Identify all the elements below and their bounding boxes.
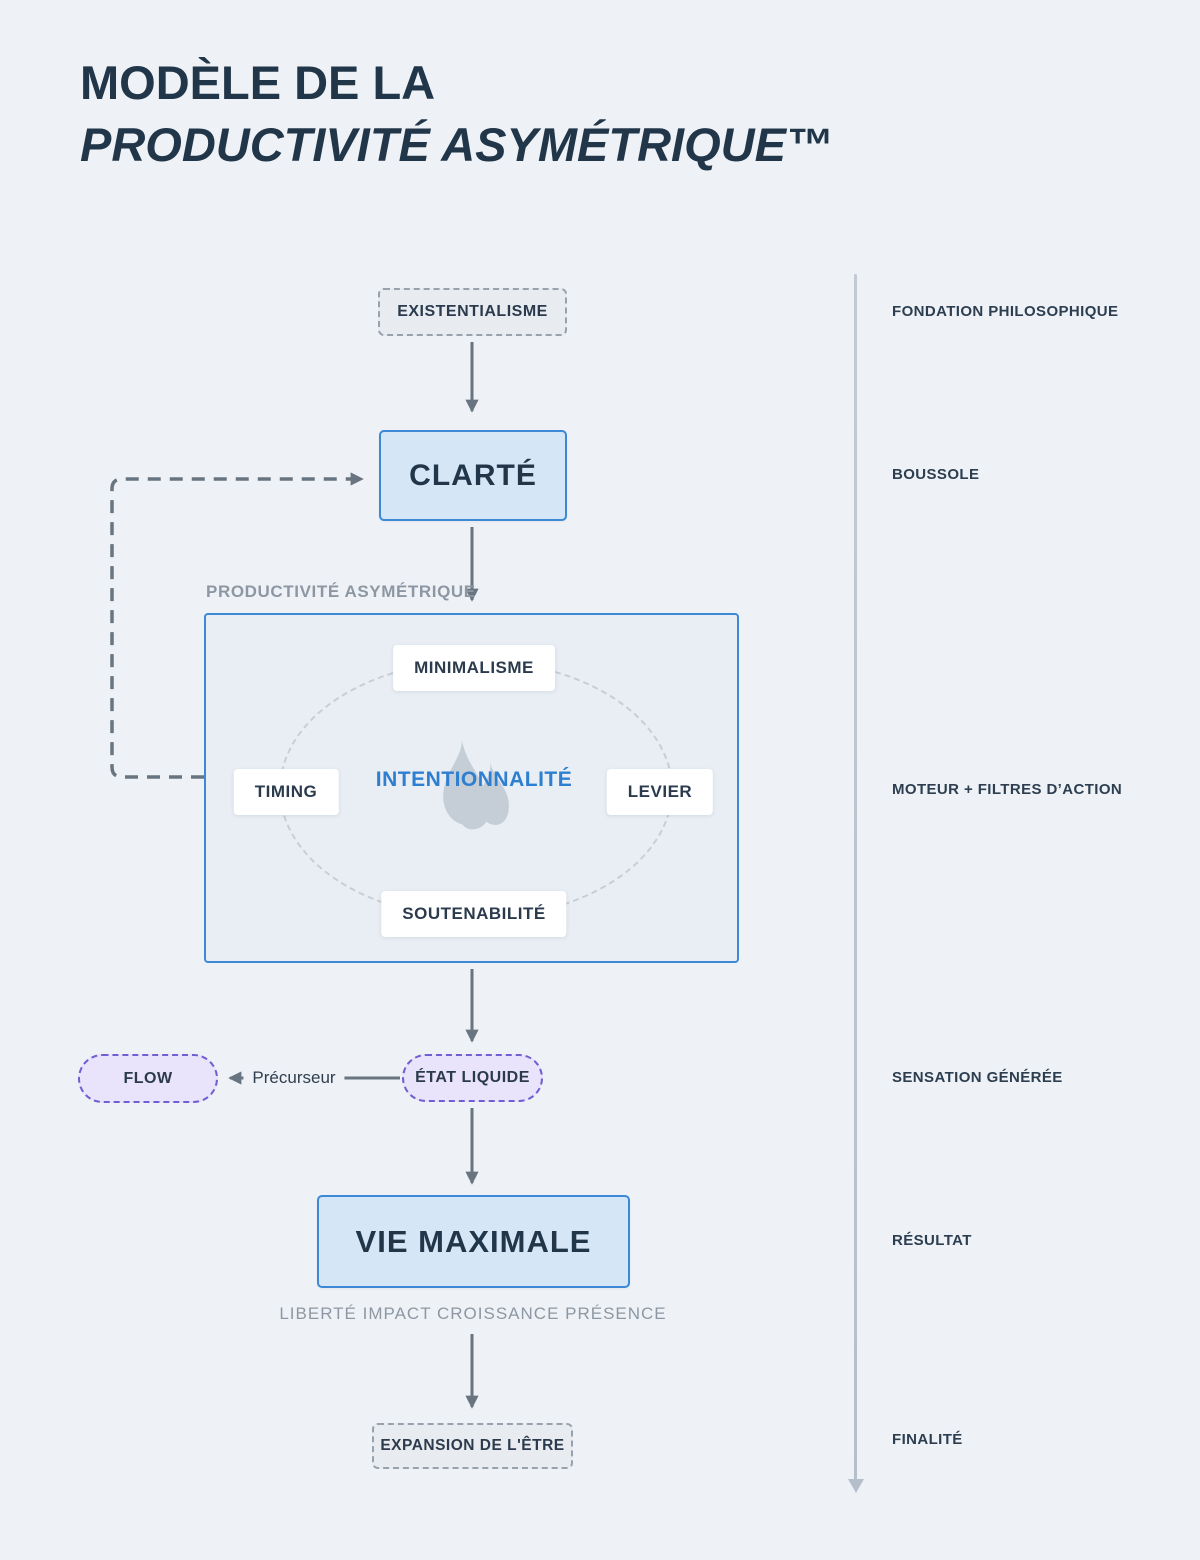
node-timing: TIMING — [233, 769, 339, 815]
stage-axis-line — [854, 274, 857, 1480]
node-soutenabilite: SOUTENABILITÉ — [381, 891, 567, 937]
title-line-2: PRODUCTIVITÉ ASYMÉTRIQUE™ — [80, 118, 833, 172]
stage-label-resultat: RÉSULTAT — [892, 1232, 972, 1249]
node-etat-liquide: ÉTAT LIQUIDE — [402, 1054, 543, 1102]
node-vie-maximale-label: VIE MAXIMALE — [355, 1223, 592, 1259]
page-title: MODÈLE DE LA PRODUCTIVITÉ ASYMÉTRIQUE™ — [80, 52, 833, 176]
node-etat-liquide-label: ÉTAT LIQUIDE — [415, 1069, 530, 1086]
stage-label-finalite: FINALITÉ — [892, 1431, 963, 1448]
node-expansion-etre-label: EXPANSION DE L'ÊTRE — [380, 1437, 565, 1454]
node-clarte-label: CLARTÉ — [409, 458, 537, 492]
node-flow-label: FLOW — [123, 1069, 173, 1087]
system-box: INTENTIONNALITÉ MINIMALISME TIMING LEVIE… — [204, 613, 739, 963]
node-minimalisme-label: MINIMALISME — [414, 658, 534, 677]
node-clarte: CLARTÉ — [379, 430, 567, 521]
node-minimalisme: MINIMALISME — [393, 645, 555, 691]
stage-label-sensation: SENSATION GÉNÉRÉE — [892, 1069, 1063, 1086]
node-flow: FLOW — [78, 1054, 218, 1103]
stage-axis-arrowhead-icon — [848, 1479, 864, 1493]
stage-label-fondation: FONDATION PHILOSOPHIQUE — [892, 303, 1119, 320]
node-existentialisme: EXISTENTIALISME — [378, 288, 567, 336]
flame-icon — [443, 739, 509, 830]
node-expansion-etre: EXPANSION DE L'ÊTRE — [372, 1423, 573, 1469]
node-levier: LEVIER — [606, 769, 714, 815]
stage-label-moteur: MOTEUR + FILTRES D’ACTION — [892, 781, 1123, 798]
node-timing-label: TIMING — [254, 782, 318, 801]
system-box-title: PRODUCTIVITÉ ASYMÉTRIQUE — [206, 582, 476, 601]
precurseur-edge-label: Précurseur — [243, 1066, 345, 1090]
vie-maximale-caption: LIBERTÉ IMPACT CROISSANCE PRÉSENCE — [279, 1304, 667, 1323]
node-vie-maximale: VIE MAXIMALE — [317, 1195, 630, 1288]
title-line-1: MODÈLE DE LA — [80, 56, 436, 109]
node-levier-label: LEVIER — [627, 782, 693, 801]
node-existentialisme-label: EXISTENTIALISME — [397, 303, 548, 320]
stage-label-boussole: BOUSSOLE — [892, 466, 980, 483]
node-intentionnalite-label: INTENTIONNALITÉ — [375, 768, 573, 791]
node-soutenabilite-label: SOUTENABILITÉ — [402, 904, 546, 923]
